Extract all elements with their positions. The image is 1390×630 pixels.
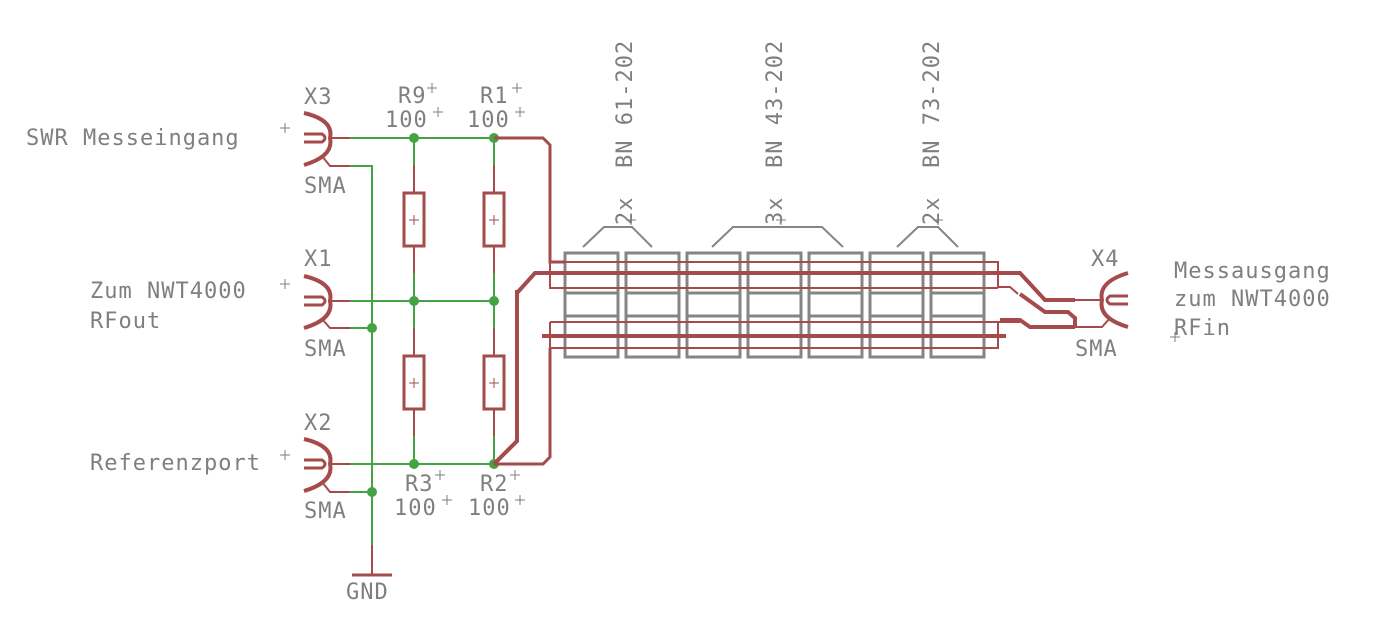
type-x4: SMA	[1075, 337, 1118, 362]
junction-dot	[489, 296, 499, 306]
ferrite-count-1: 2x	[613, 197, 638, 226]
label3-x4: RFin	[1174, 316, 1231, 341]
junction-dot	[409, 296, 419, 306]
value-r3: 100	[394, 496, 437, 521]
type-x1: SMA	[304, 337, 347, 362]
junctions	[367, 133, 499, 497]
bracket-group-1	[582, 226, 653, 248]
value-r9: 100	[385, 108, 428, 133]
value-r2: 100	[468, 496, 511, 521]
resistor-r3[interactable]	[402, 328, 426, 436]
ref-x3: X3	[304, 85, 333, 110]
ferrite-core	[807, 251, 864, 359]
gnd-label: GND	[346, 580, 389, 605]
junction-dot	[367, 487, 377, 497]
type-x3: SMA	[304, 174, 347, 199]
ferrite-count-2: 3x	[763, 197, 788, 226]
ferrite-core	[624, 251, 681, 359]
junction-dot	[409, 459, 419, 469]
ref-x4: X4	[1091, 247, 1120, 272]
ferrite-core	[563, 251, 620, 359]
ferrite-part-3: BN 73-202	[920, 40, 945, 168]
ferrite-core	[685, 251, 742, 359]
junction-dot	[409, 133, 419, 143]
value-r1: 100	[467, 108, 510, 133]
ground-symbol	[352, 545, 392, 577]
ferrite-core	[746, 251, 803, 359]
ferrite-part-2: BN 43-202	[763, 40, 788, 168]
label-x1: Zum NWT4000	[90, 279, 247, 304]
ref-x2: X2	[304, 411, 333, 436]
label2-x4: zum NWT4000	[1174, 287, 1331, 312]
net-gnd	[350, 165, 373, 545]
label-x3: SWR Messeingang	[26, 126, 240, 151]
ferrite-count-3: 2x	[920, 197, 945, 226]
junction-dot	[367, 323, 377, 333]
ref-r9: R9	[398, 84, 427, 109]
ferrite-cores	[563, 251, 986, 359]
ref-r2: R2	[480, 472, 509, 497]
ref-r1: R1	[480, 84, 509, 109]
resistor-r2[interactable]	[482, 328, 506, 436]
resistor-r9[interactable]	[402, 165, 426, 273]
nets	[350, 137, 495, 545]
bracket-group-2	[711, 226, 844, 248]
connector-x3[interactable]	[303, 111, 350, 167]
label-x2: Referenzport	[90, 451, 261, 476]
ref-x1: X1	[304, 247, 333, 272]
bracket-group-3	[896, 226, 959, 248]
connector-x4[interactable]	[1075, 271, 1129, 329]
sma-icon	[303, 437, 333, 493]
ferrite-part-1: BN 61-202	[613, 40, 638, 168]
origin-markers	[280, 83, 1180, 505]
ferrite-core	[868, 251, 925, 359]
label2-x1: RFout	[90, 309, 161, 334]
sma-icon	[303, 274, 333, 330]
sma-icon	[303, 111, 333, 167]
labels: X3 SWR Messeingang SMA X1 Zum NWT4000 RF…	[26, 40, 1331, 605]
connector-x2[interactable]	[303, 437, 350, 493]
transmission-line-traces	[492, 136, 1077, 466]
ferrite-brackets	[582, 226, 959, 248]
ref-r3: R3	[405, 472, 434, 497]
connector-x1[interactable]	[303, 274, 350, 330]
label-x4: Messausgang	[1174, 259, 1331, 284]
type-x2: SMA	[304, 499, 347, 524]
ferrite-core	[929, 251, 986, 359]
resistor-r1[interactable]	[482, 165, 506, 273]
